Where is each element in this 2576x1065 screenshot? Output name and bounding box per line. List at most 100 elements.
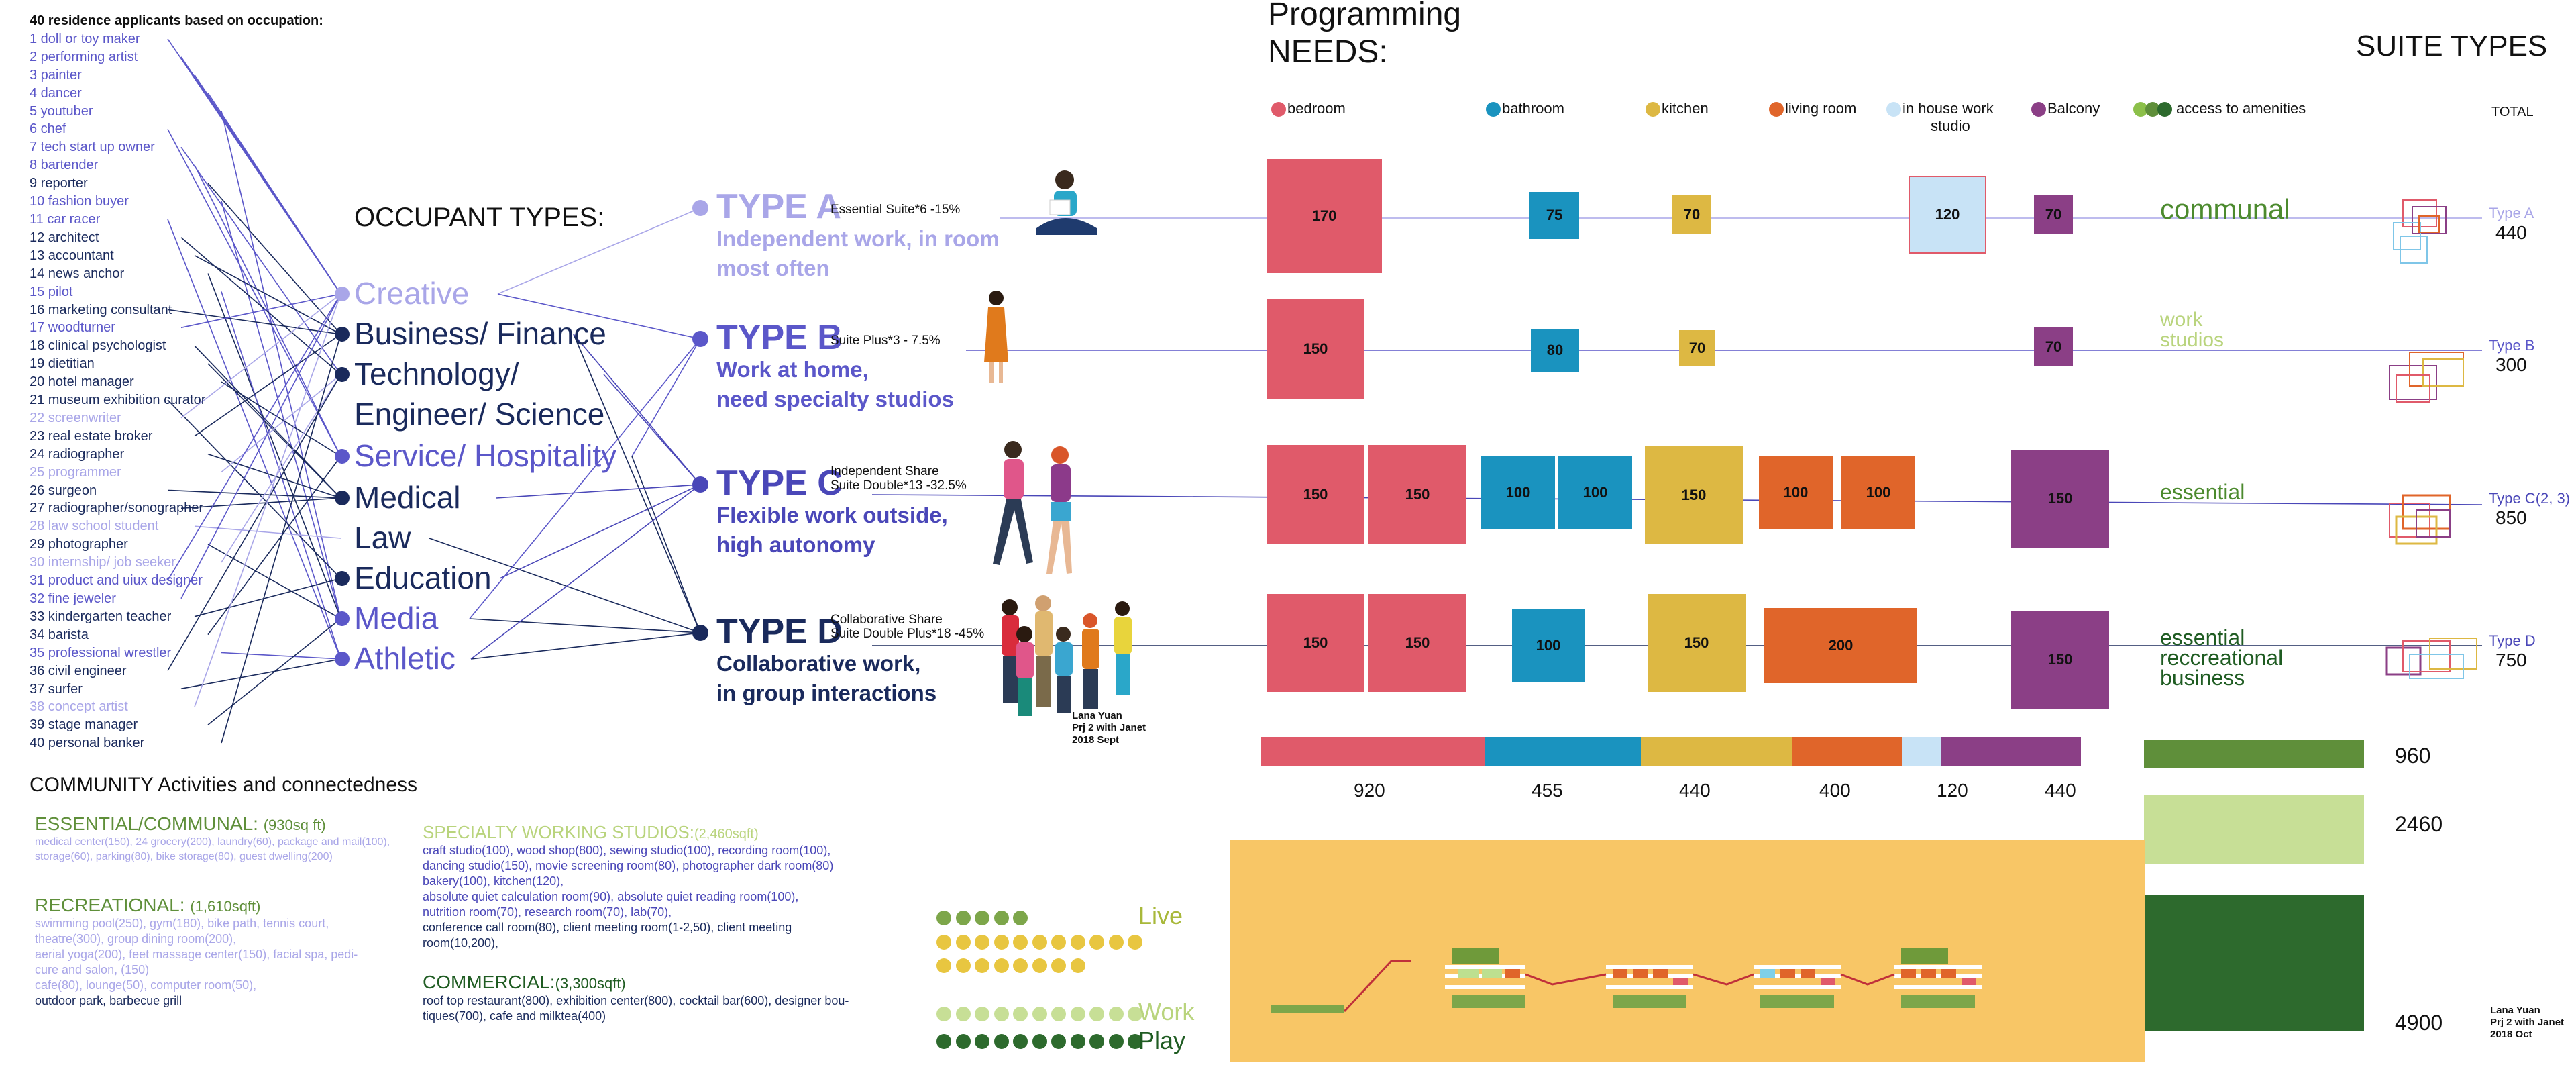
suite-b-cube-icon	[2389, 352, 2464, 403]
link-line	[180, 658, 341, 690]
link-line	[221, 652, 341, 660]
activity-dot	[955, 1034, 971, 1049]
link-line	[167, 374, 341, 671]
activity-dot	[936, 1007, 951, 1021]
studio-block: 120	[1909, 176, 1986, 254]
activity-dot	[1108, 1034, 1124, 1049]
link-line	[180, 497, 341, 509]
balcony-block: 150	[2011, 450, 2109, 548]
amenity-label: communal	[2160, 193, 2290, 225]
legend-dot	[1769, 102, 1784, 117]
total-value: 455	[1532, 780, 1563, 801]
activity-dot	[975, 958, 989, 973]
activity-dot	[955, 958, 971, 973]
occupation-list: 40 residence applicants based on occupat…	[30, 12, 378, 752]
category-service-hospitality: Service/ Hospitality	[354, 438, 617, 473]
link-line	[180, 293, 341, 599]
occupation-item: 28 law school student	[30, 519, 159, 534]
total-bar-segment	[1941, 737, 2082, 766]
specialty-heading: SPECIALTY WORKING STUDIOS:	[423, 822, 694, 842]
occupation-item: 26 surgeon	[30, 483, 97, 498]
legend-dot	[1886, 102, 1901, 117]
amenity-total-bar	[2144, 740, 2364, 768]
group-people-icon	[1002, 595, 1132, 716]
bedroom-block: 150	[1368, 445, 1466, 544]
link-line	[167, 293, 341, 581]
activity-dot	[1051, 1034, 1066, 1049]
total-value: 440	[2045, 780, 2076, 801]
occupation-item: 37 surfer	[30, 681, 83, 697]
legend-dot	[1486, 102, 1501, 117]
occupation-item: 18 clinical psychologist	[30, 338, 166, 354]
activity-dot	[1128, 1034, 1142, 1049]
play-label: Play	[1138, 1027, 1186, 1054]
activity-dot	[994, 958, 1009, 973]
occupation-item: 21 museum exhibition curator	[30, 393, 206, 408]
balcony-block: 150	[2011, 611, 2109, 709]
bedroom-block: 150	[1368, 594, 1466, 692]
activity-dot	[975, 1007, 989, 1021]
link-line	[207, 183, 341, 335]
occupation-item: 22 screenwriter	[30, 410, 121, 425]
activity-dot	[1032, 1007, 1047, 1021]
total-value: 920	[1354, 780, 1385, 801]
suite-total: 750	[2496, 650, 2527, 670]
legend-dot	[2133, 102, 2148, 117]
activity-dot	[975, 1034, 989, 1049]
kitchen-block: 70	[1679, 330, 1715, 366]
link-line	[631, 456, 701, 633]
node-dot	[335, 449, 350, 464]
total-bar-segment	[1485, 737, 1642, 766]
type-heading: TYPE A	[716, 187, 841, 226]
category-medical: Medical	[354, 480, 461, 515]
activity-dot	[955, 911, 971, 925]
occupation-item: 8 bartender	[30, 158, 99, 173]
occupation-item: 10 fashion buyer	[30, 194, 129, 209]
bathroom-block: 80	[1531, 329, 1579, 372]
living-block: 100	[1841, 456, 1915, 529]
link-line	[497, 207, 701, 295]
occupation-item: 3 painter	[30, 67, 82, 83]
category-education: Education	[354, 560, 492, 595]
community-title: COMMUNITY Activities and connectedness	[30, 774, 418, 796]
amenity-total-value: 2460	[2395, 812, 2443, 836]
link-line	[180, 146, 341, 375]
occupation-item: 4 dancer	[30, 85, 82, 101]
bathroom-block: 100	[1481, 456, 1555, 529]
total-value: 400	[1819, 780, 1851, 801]
link-line	[194, 578, 341, 617]
link-line	[221, 381, 341, 457]
programming-needs-title: Programming NEEDS:	[1268, 0, 1462, 70]
credit-oct: Lana Yuan Prj 2 with Janet 2018 Oct	[2490, 1005, 2565, 1040]
link-line	[497, 293, 701, 340]
legend-dot	[2031, 102, 2046, 117]
activity-dot	[1032, 935, 1047, 950]
kitchen-block: 150	[1645, 446, 1743, 544]
category-technology: Technology/	[354, 356, 519, 391]
link-line	[470, 632, 701, 660]
legend-item: bathroom	[1486, 100, 1564, 117]
suite-types-title: SUITE TYPES	[2356, 30, 2548, 62]
type-subtitle: Essential Suite*6 -15%	[830, 203, 961, 217]
walking-couple-icon	[993, 441, 1072, 574]
link-line	[499, 484, 701, 579]
occupation-item: 34 barista	[30, 627, 89, 642]
suite-a-cube-icon	[2393, 199, 2447, 264]
occupant-types-title: OCCUPANT TYPES:	[354, 203, 605, 232]
link-line	[167, 309, 341, 335]
activity-dot	[1013, 911, 1028, 925]
node-dot	[692, 331, 708, 347]
link-line	[167, 489, 341, 499]
activity-dot	[1032, 1034, 1047, 1049]
link-line	[469, 618, 701, 633]
woman-standing-icon	[984, 291, 1008, 383]
activity-dot	[1128, 1007, 1142, 1021]
link-line	[167, 129, 341, 457]
node-dot	[692, 625, 708, 641]
node-dot	[692, 200, 708, 216]
link-line	[194, 334, 341, 437]
link-line	[180, 293, 341, 329]
